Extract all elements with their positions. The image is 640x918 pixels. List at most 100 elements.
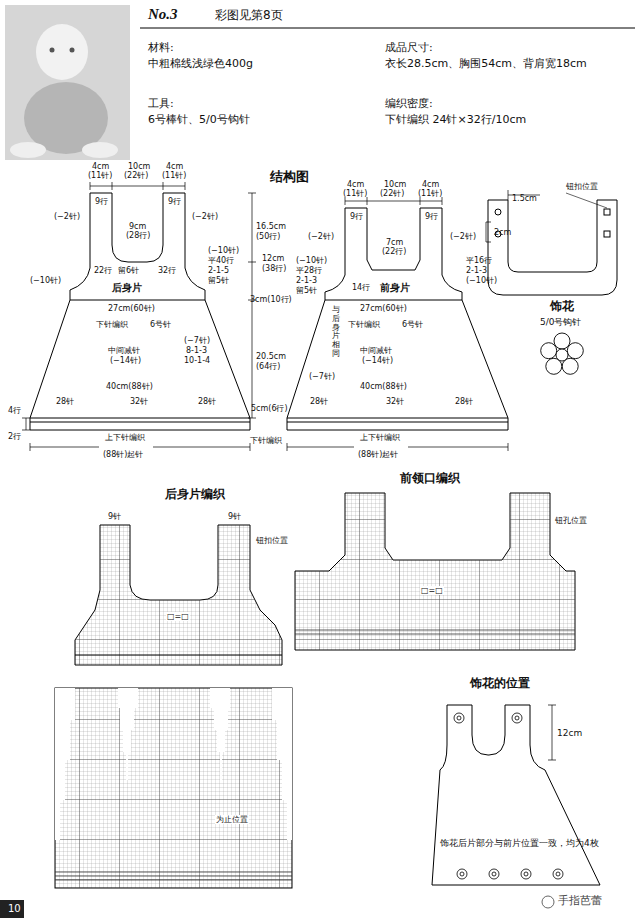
flower-position-marks: [512, 713, 522, 723]
dimension-label: 6号棒针、5/0号钩针: [148, 114, 250, 127]
note-text: 饰花后片部分与前片位置一致，均为4枚: [440, 838, 600, 849]
dimension-label: (−10针): [296, 256, 327, 265]
back-chart-lower: [210, 688, 230, 780]
dimension-label: 9针: [108, 512, 121, 521]
dimension-label: 12cm: [557, 728, 582, 738]
dimension-label: 钮扣位置: [566, 182, 598, 191]
dimension-label: 成品尺寸:: [385, 42, 433, 55]
flower-position-marks: [492, 872, 496, 876]
watermark-icon: [542, 896, 554, 908]
dimension-label: 12cm: [262, 254, 284, 263]
baby-photo: [82, 142, 118, 158]
dimension-label: (64行): [256, 362, 280, 371]
piece-outline: [425, 672, 607, 898]
dimension-label: 编织密度:: [385, 98, 433, 111]
dimension-label: 28针: [198, 397, 216, 406]
flower-position-marks: [460, 872, 464, 876]
dimension-label: (−2针): [308, 232, 334, 241]
strap-detail: [495, 209, 501, 215]
dimension-label: (22针): [124, 171, 148, 180]
dimension-label: 28针: [455, 397, 473, 406]
flower-position-marks: [524, 872, 528, 876]
dimension-label: (−7针): [184, 336, 210, 345]
dimension-lines: [22, 418, 30, 430]
dimension-label: 上下针编织: [105, 433, 145, 442]
dimension-label: 4cm: [92, 162, 109, 171]
dimension-label: 6号针: [150, 320, 171, 329]
page-number-box: [0, 900, 24, 918]
dimension-label: (−10针): [466, 276, 497, 285]
baby-photo: [70, 48, 75, 53]
dimension-label: 4cm: [422, 180, 439, 189]
baby-photo: [5, 5, 130, 160]
piece-title: 后身片: [112, 282, 142, 294]
back-chart-lower: [55, 688, 292, 888]
dimension-label: (88针)起针: [103, 450, 143, 459]
dimension-lines: [345, 197, 442, 205]
back-chart: [75, 654, 282, 655]
watermark-icon: [542, 896, 554, 908]
heading-text: 后身片编织: [165, 488, 225, 502]
front-chart: [295, 493, 575, 650]
outline-path: [432, 705, 600, 885]
dimension-label: 7cm: [386, 238, 403, 247]
dimension-label: 钮扣位置: [256, 536, 288, 545]
dimension-label: 9行: [168, 197, 181, 206]
dimension-label: 27cm(60针): [108, 304, 155, 313]
dimension-label: 2-1-3: [296, 276, 317, 285]
flower-motif: [541, 343, 557, 359]
dimension-label: 下针编织: [348, 320, 380, 329]
dimension-label: 27cm(60针): [360, 304, 407, 313]
dimension-label: 9行: [350, 212, 363, 221]
flower-position-marks: [556, 872, 560, 876]
dimension-label: 下针编织: [96, 320, 128, 329]
flower-position-marks: [457, 716, 461, 720]
flower-position-marks: [457, 869, 467, 879]
front-chart: [295, 493, 575, 650]
strap-detail: [566, 193, 607, 208]
dimension-lines: [22, 182, 556, 760]
dimension-lines: [30, 443, 250, 451]
dimension-label: (22针): [380, 189, 404, 198]
flower-position-marks: [454, 713, 563, 879]
back-chart-lower: [55, 688, 75, 840]
back-chart: [75, 525, 282, 665]
dimension-label: 手指芭蕾: [558, 895, 602, 908]
dimension-label: 32针: [386, 397, 404, 406]
heading-text: 饰花: [550, 300, 574, 314]
dimension-label: (88针)起针: [358, 450, 398, 459]
dimension-label: 留5针: [296, 286, 317, 295]
dimension-lines: [287, 443, 508, 451]
flower-position-figure: 饰花的位置饰花后片部分与前片位置一致，均为4枚: [425, 672, 607, 898]
strap-detail: [604, 209, 610, 215]
dimension-label: 平16行: [466, 256, 492, 265]
dimension-label: (50行): [256, 232, 280, 241]
dimension-label: (28行): [126, 231, 150, 240]
dimension-label: (11针): [162, 171, 186, 180]
dimension-label: 与后身片相同: [332, 306, 340, 359]
dimension-label: 28针: [310, 397, 328, 406]
dimension-label: 5cm(6行): [251, 404, 288, 413]
dimension-label: 中粗棉线浅绿色400g: [148, 58, 253, 71]
back-chart-lower: [55, 872, 292, 880]
dimension-label: (−14针): [362, 356, 393, 365]
dimension-label: 32针: [130, 397, 148, 406]
dimension-label: 彩图见第8页: [215, 9, 283, 23]
dimension-label: □=□: [420, 586, 444, 595]
dimension-label: 16.5cm: [256, 222, 286, 231]
back-chart: [75, 525, 282, 665]
heading-text: 结构图: [270, 170, 309, 185]
dimension-label: (11针): [418, 189, 442, 198]
dimension-label: 平28行: [296, 266, 322, 275]
dimension-label: 4行: [8, 406, 21, 415]
dimension-label: 为止位置: [215, 815, 249, 824]
dimension-label: 下针编织: [250, 436, 282, 445]
flower-motif: [556, 349, 568, 361]
dimension-label: □=□: [166, 612, 190, 621]
dimension-label: 22行: [94, 266, 112, 275]
dimension-label: 10: [5, 902, 24, 916]
flower-motif: [567, 343, 583, 359]
dimension-label: 10cm: [128, 162, 150, 171]
dimension-label: 2行: [8, 432, 21, 441]
